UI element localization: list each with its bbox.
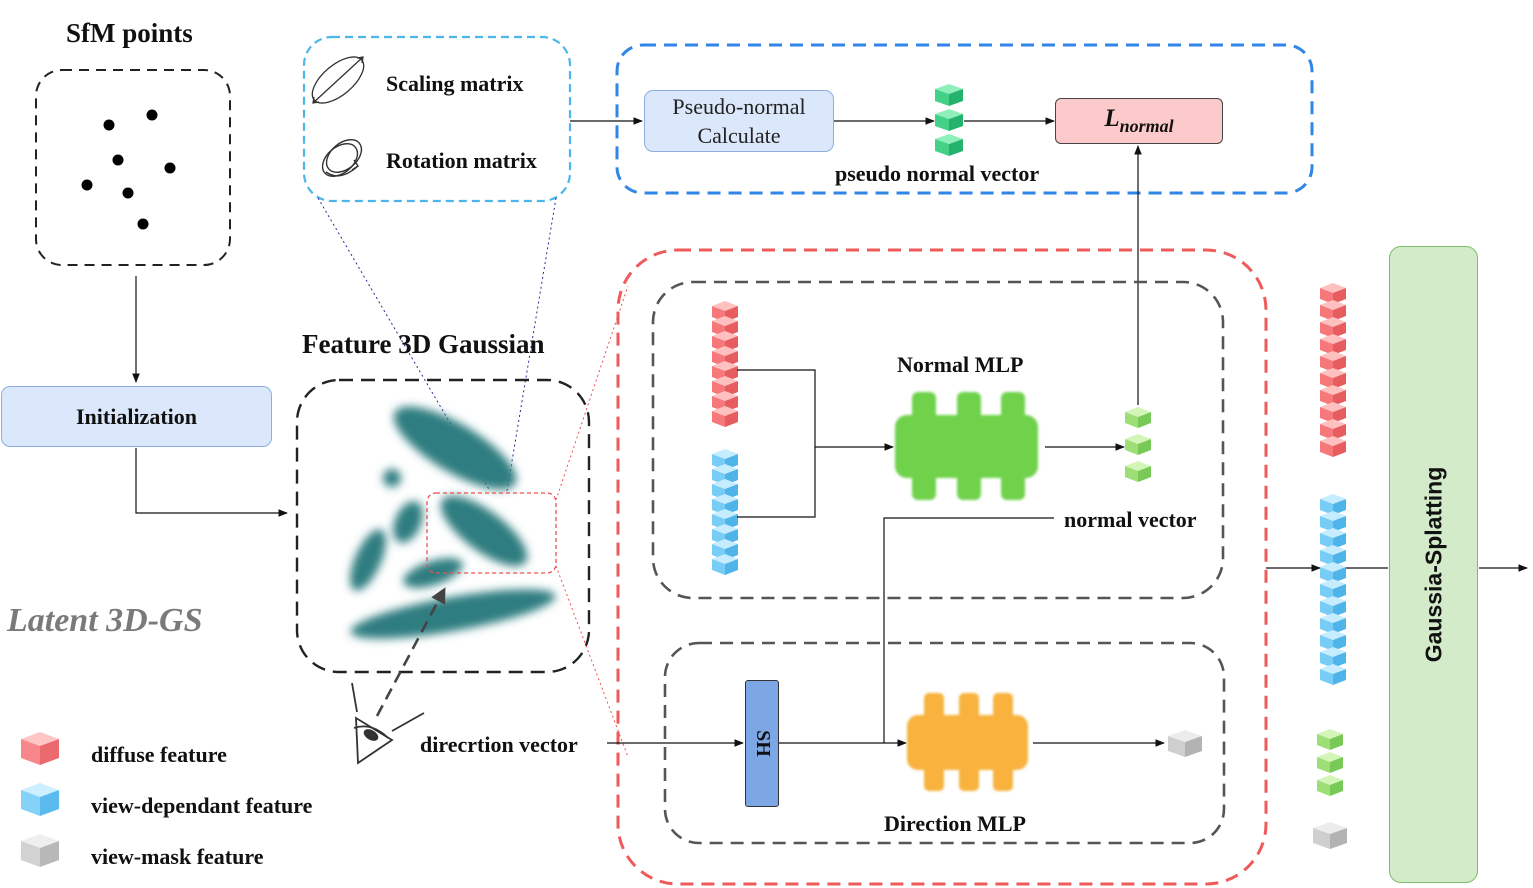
- gaussian-blobs: [350, 406, 556, 639]
- gaussian-splatting-node: Gaussia-Splatting: [1389, 246, 1478, 883]
- view-mask-cube: [1168, 730, 1202, 757]
- view-ray: [375, 587, 446, 717]
- sfm-point-cloud: [81, 109, 176, 230]
- pseudo-normal-line2: Calculate: [697, 123, 781, 148]
- normal-loss-sub: normal: [1119, 116, 1174, 136]
- sfm-points-title: SfM points: [66, 18, 193, 48]
- direction-mlp-block: [907, 693, 1028, 791]
- legend-diffuse-label: diffuse feature: [91, 742, 227, 767]
- output-normal-stack: [1317, 729, 1343, 796]
- pseudo-normal-vector-label: pseudo normal vector: [835, 161, 1040, 186]
- output-view-mask-cube: [1313, 822, 1347, 849]
- scaling-matrix-label: Scaling matrix: [386, 71, 524, 96]
- rotation-matrix-label: Rotation matrix: [386, 148, 537, 173]
- direction-branch-frame: [663, 641, 1226, 845]
- normal-mlp-label: Normal MLP: [897, 352, 1024, 377]
- diffuse-feature-stack: [712, 301, 738, 427]
- pseudo-normal-vector-cubes: [935, 84, 963, 156]
- sh-node: SH: [745, 680, 779, 807]
- normal-mlp-block: [895, 392, 1038, 500]
- rotation-icon: [321, 139, 363, 177]
- normal-vector-label: normal vector: [1064, 507, 1197, 532]
- scaling-icon: [311, 56, 365, 104]
- normal-loss-main: L: [1104, 105, 1120, 132]
- direction-mlp-label: Direction MLP: [884, 811, 1026, 836]
- initialization-label: Initialization: [75, 403, 197, 429]
- latent-3dgs-title: Latent 3D-GS: [7, 602, 203, 639]
- legend-view-mask-cube: [21, 834, 59, 867]
- pseudo-normal-line1: Pseudo-normal: [672, 94, 806, 119]
- sh-label: SH: [751, 730, 774, 757]
- output-view-dependant-stack: [1320, 494, 1346, 685]
- normal-loss-node: Lnormal: [1055, 98, 1223, 144]
- normal-branch-frame: [651, 280, 1225, 600]
- normal-vector-cubes: [1125, 407, 1151, 482]
- legend-view-dependant-cube: [21, 783, 59, 816]
- output-diffuse-stack: [1320, 283, 1346, 457]
- legend-view-dependant-label: view-dependant feature: [91, 793, 313, 818]
- arrow-init-to-gaussian: [135, 448, 288, 517]
- gaussian-zoom-region: [426, 492, 557, 574]
- matrix-frame: [302, 35, 572, 203]
- gaussian-splatting-label: Gaussia-Splatting: [1420, 466, 1447, 663]
- camera-eye-icon: [351, 682, 425, 765]
- feature-gaussian-title: Feature 3D Gaussian: [302, 329, 545, 359]
- initialization-node: Initialization: [1, 386, 272, 447]
- sfm-points-frame: [35, 69, 231, 266]
- legend-diffuse-cube: [21, 732, 59, 765]
- decoder-frame: [616, 248, 1268, 886]
- direction-vector-label: direcrtion vector: [420, 732, 578, 757]
- pseudo-normal-node: Pseudo-normal Calculate: [644, 90, 834, 152]
- legend-view-mask-label: view-mask feature: [91, 844, 264, 869]
- pseudo-normal-frame: [615, 43, 1314, 195]
- feature-gaussian-frame: [295, 378, 591, 674]
- view-dependant-feature-stack: [712, 449, 738, 575]
